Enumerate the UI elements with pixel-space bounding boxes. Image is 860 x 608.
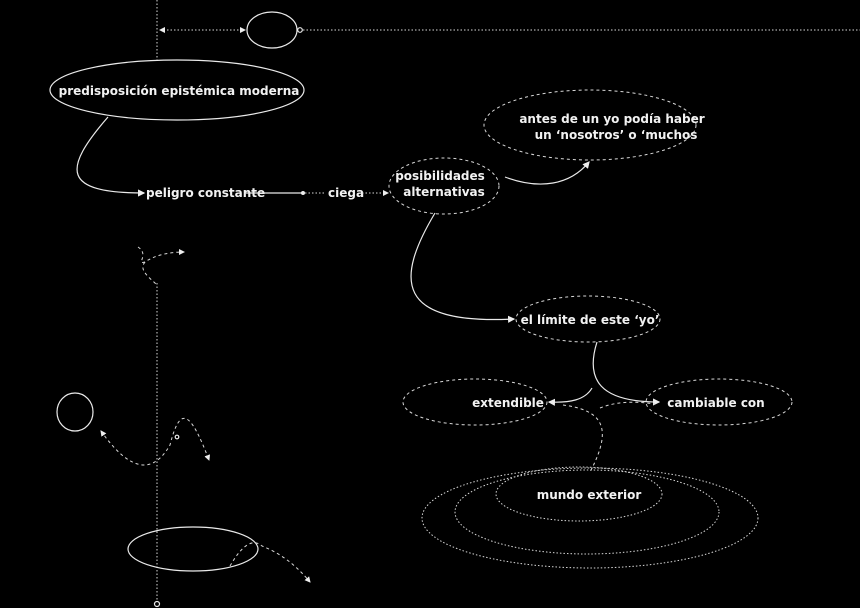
wave-arrow bbox=[100, 417, 211, 466]
node-ciega: ciega bbox=[328, 186, 364, 200]
edge-limite-cambiable bbox=[592, 341, 661, 406]
small-circle-node bbox=[56, 392, 94, 432]
node-predisposicion: predisposición epistémica moderna bbox=[49, 59, 305, 121]
node-label: el límite de este ‘yo’ bbox=[521, 313, 660, 327]
node-label: predisposición epistémica moderna bbox=[59, 84, 300, 98]
bottom-curve-arrow bbox=[229, 542, 311, 583]
edge-predisposicion-peligro bbox=[76, 116, 146, 197]
top-empty-node bbox=[246, 11, 298, 49]
edge-posibilidades-limite bbox=[410, 212, 516, 323]
node-label: antes de un yo podía haber bbox=[519, 112, 704, 126]
node-label: extendible bbox=[472, 396, 544, 410]
node-limite: el límite de este ‘yo’ bbox=[515, 295, 661, 343]
node-peligro: peligro constante bbox=[146, 186, 265, 200]
node-posibilidades: posibilidades alternativas bbox=[388, 157, 500, 215]
squiggle-arrow bbox=[137, 246, 185, 264]
node-cambiable: cambiable con bbox=[645, 378, 793, 426]
node-extendible: extendible bbox=[402, 378, 548, 426]
edge-extendible-mundo bbox=[562, 404, 603, 473]
squiggle-tail bbox=[142, 261, 158, 286]
node-mundo: mundo exterior bbox=[421, 466, 759, 569]
axis-end-node bbox=[153, 600, 161, 608]
node-label: posibilidades bbox=[395, 169, 485, 183]
edge-mundo-cambiable bbox=[599, 401, 656, 409]
edge-limite-extendible bbox=[547, 387, 593, 406]
node-label: cambiable con bbox=[667, 396, 764, 410]
edge-posibilidades-antes bbox=[504, 161, 590, 185]
wave-dot bbox=[174, 434, 180, 440]
node-label: alternativas bbox=[403, 185, 485, 199]
top-connector bbox=[297, 27, 303, 33]
node-label: un ‘nosotros’ o ‘muchos bbox=[535, 128, 698, 142]
node-antes: antes de un yo podía haber un ‘nosotros’… bbox=[483, 89, 705, 161]
node-label: mundo exterior bbox=[537, 488, 642, 502]
edge-dot bbox=[301, 191, 305, 195]
bottom-ellipse-node bbox=[127, 526, 259, 572]
